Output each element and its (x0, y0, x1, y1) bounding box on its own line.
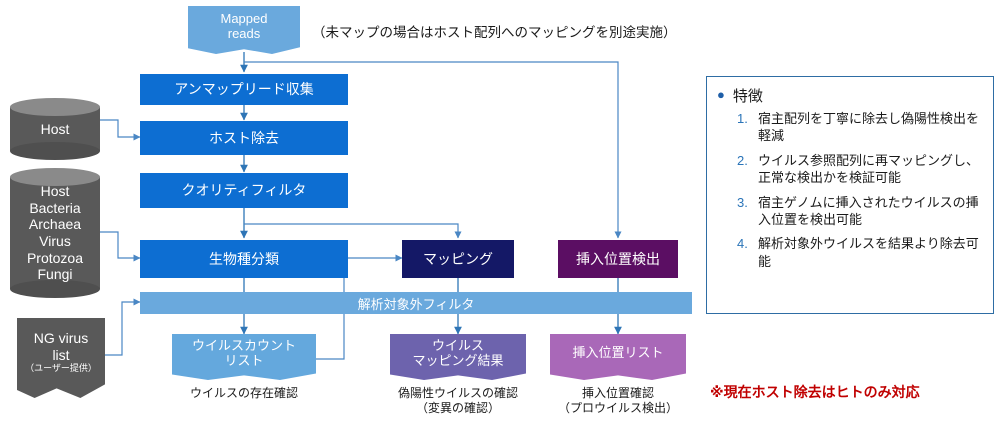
features-list-item-number: 1. (737, 111, 748, 126)
features-list-item-number: 3. (737, 194, 748, 210)
features-list-item-text: 宿主ゲノムに挿入されたウイルスの挿入位置を検出可能 (758, 194, 979, 228)
features-panel-heading-row: ● 特徴 (707, 77, 993, 108)
features-list-item: 2. ウイルス参照配列に再マッピングし、正常な検出かを検証可能 (707, 152, 993, 194)
output-virus-count-list-line-1: リスト (224, 352, 264, 368)
output-insertion-position-list-label: 挿入位置リスト (550, 345, 686, 368)
output-insertion-position-list: 挿入位置リスト (550, 334, 686, 380)
output-virus-mapping-result-line-0: ウイルス (431, 337, 484, 353)
features-panel-heading: 特徴 (732, 88, 763, 105)
step-insertion-detection[interactable]: 挿入位置検出 (558, 240, 678, 278)
red-note: ※現在ホスト除去はヒトのみ対応 (710, 384, 920, 400)
database-reference-line-0: Host (40, 183, 70, 200)
cylinder-top (10, 98, 100, 116)
caption-insertion-position-list: 挿入位置確認 （プロウイルス検出） (542, 386, 694, 416)
database-host-label: Host (10, 98, 100, 160)
features-list-item-number: 4. (737, 236, 748, 252)
features-panel: ● 特徴 1. 宿主配列を丁寧に除去し偽陽性検出を軽減 2. ウイルス参照配列に… (706, 76, 994, 314)
output-virus-count-list-label: ウイルスカウント リスト (172, 337, 316, 376)
caption-insertion-position-list-line-1: （プロウイルス検出） (557, 401, 678, 415)
features-list-item-number: 2. (737, 152, 748, 168)
mapped-reads-line2: reads (227, 25, 261, 41)
ng-virus-list-shape (17, 318, 105, 398)
database-host-line-0: Host (40, 120, 70, 137)
step-unmapped-read-collection-label: アンマップリード収集 (174, 81, 314, 98)
features-list: 1. 宿主配列を丁寧に除去し偽陽性検出を軽減 2. ウイルス参照配列に再マッピン… (707, 110, 993, 277)
step-host-removal[interactable]: ホスト除去 (140, 121, 348, 155)
ng-virus-list-doc: NG virus list （ユーザー提供） (17, 318, 105, 398)
mapped-reads-label: Mapped reads (188, 10, 300, 49)
output-virus-mapping-result-line-1: マッピング結果 (412, 352, 504, 368)
exclusion-filter-band-label: 解析対象外フィルタ (357, 296, 475, 312)
top-note: （未マップの場合はホスト配列へのマッピングを別途実施） (312, 25, 677, 40)
database-reference-line-1: Bacteria (29, 199, 81, 216)
bullet-icon: ● (717, 87, 725, 102)
output-virus-count-list: ウイルスカウント リスト (172, 334, 316, 380)
database-reference: Host Bacteria Archaea Virus Protozoa Fun… (10, 168, 100, 298)
step-mapping-label: マッピング (423, 250, 493, 267)
cylinder-bottom (10, 280, 100, 298)
step-mapping[interactable]: マッピング (402, 240, 514, 278)
mapped-reads-shape (188, 6, 300, 54)
step-unmapped-read-collection[interactable]: アンマップリード収集 (140, 74, 348, 105)
features-list-item: 4. 解析対象外ウイルスを結果より除去可能 (707, 235, 993, 277)
output-insertion-position-list-line-0: 挿入位置リスト (572, 345, 664, 361)
database-reference-line-5: Fungi (37, 266, 73, 283)
caption-virus-count-list: ウイルスの存在確認 (172, 386, 316, 401)
ng-virus-list-line1: NG virus (33, 330, 89, 347)
caption-insertion-position-list-line-0: 挿入位置確認 (581, 386, 654, 400)
database-reference-line-3: Virus (39, 233, 71, 249)
database-reference-line-4: Protozoa (26, 249, 84, 266)
step-quality-filter-label: クオリティフィルタ (181, 182, 307, 199)
output-virus-mapping-result-label: ウイルス マッピング結果 (390, 337, 526, 376)
database-reference-label: Host Bacteria Archaea Virus Protozoa Fun… (10, 168, 100, 298)
output-virus-count-list-shape (172, 334, 316, 380)
caption-virus-count-list-line-0: ウイルスの存在確認 (189, 386, 298, 400)
database-host: Host (10, 98, 100, 160)
features-list-item: 1. 宿主配列を丁寧に除去し偽陽性検出を軽減 (707, 110, 993, 152)
mapped-reads-line1: Mapped (220, 10, 268, 26)
features-list-item-text: ウイルス参照配列に再マッピングし、正常な検出かを検証可能 (758, 152, 980, 186)
mapped-reads-node: Mapped reads (188, 6, 300, 54)
output-virus-count-list-line-0: ウイルスカウント (191, 337, 296, 353)
features-list-item-text: 宿主配列を丁寧に除去し偽陽性検出を軽減 (758, 111, 980, 144)
caption-virus-mapping-result: 偽陽性ウイルスの確認 （変異の確認） (382, 386, 534, 416)
step-taxonomy-classification[interactable]: 生物種分類 (140, 240, 348, 278)
step-taxonomy-classification-label: 生物種分類 (209, 250, 279, 267)
output-insertion-position-list-shape (550, 334, 686, 380)
features-list-item: 3. 宿主ゲノムに挿入されたウイルスの挿入位置を検出可能 (707, 194, 993, 236)
step-host-removal-label: ホスト除去 (209, 129, 279, 146)
output-virus-mapping-result: ウイルス マッピング結果 (390, 334, 526, 380)
ng-virus-list-label: NG virus list （ユーザー提供） (17, 318, 105, 398)
step-quality-filter[interactable]: クオリティフィルタ (140, 173, 348, 208)
output-virus-mapping-result-shape (390, 334, 526, 380)
exclusion-filter-band[interactable]: 解析対象外フィルタ (140, 292, 692, 314)
cylinder-body (10, 177, 100, 289)
features-list-item-text: 解析対象外ウイルスを結果より除去可能 (758, 236, 979, 269)
ng-virus-list-sub: （ユーザー提供） (25, 363, 97, 374)
caption-virus-mapping-result-line-0: 偽陽性ウイルスの確認 (397, 386, 518, 400)
ng-virus-list-line2: list (52, 346, 70, 363)
database-reference-line-2: Archaea (28, 216, 82, 233)
cylinder-bottom (10, 142, 100, 160)
caption-virus-mapping-result-line-1: （変異の確認） (415, 401, 500, 415)
cylinder-top (10, 168, 100, 186)
step-insertion-detection-label: 挿入位置検出 (576, 250, 660, 267)
